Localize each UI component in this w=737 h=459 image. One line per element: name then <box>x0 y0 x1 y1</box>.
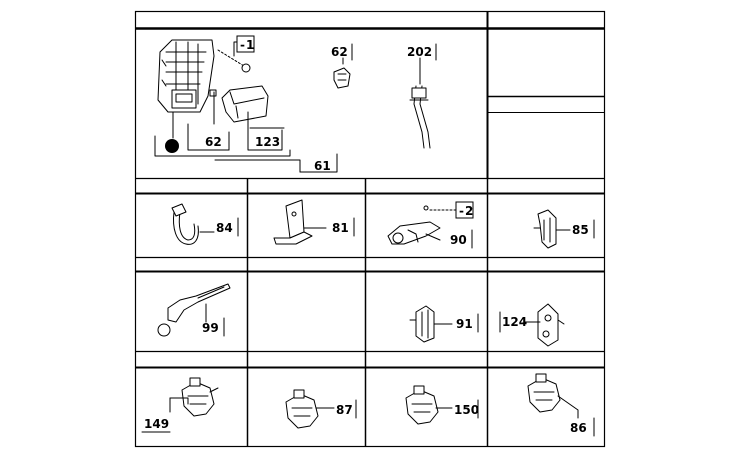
part-label-86: 86 <box>570 421 587 435</box>
nut-illustration <box>217 49 251 73</box>
part-label-124: 124 <box>502 315 527 329</box>
part-label-99: 99 <box>202 321 219 335</box>
svg-text:-: - <box>240 38 245 52</box>
bracket-124-illustration <box>523 303 565 347</box>
part-label-61: 61 <box>314 159 331 173</box>
fuse-box-illustration <box>157 39 215 139</box>
quantity-badge-2-text: 2 <box>465 204 473 218</box>
clip-85-illustration <box>533 209 571 249</box>
svg-text:-: - <box>459 204 464 218</box>
clip-62-illustration <box>333 67 351 89</box>
part-label-90: 90 <box>450 233 467 247</box>
strap-99-illustration <box>157 283 231 337</box>
quantity-badge-1: - 1 <box>236 35 255 53</box>
part-label-62-b: 62 <box>331 45 348 59</box>
clip-84-illustration <box>171 203 215 245</box>
part-label-62-a: 62 <box>205 135 222 149</box>
part-label-123: 123 <box>255 135 280 149</box>
clip-91-illustration <box>409 305 453 343</box>
grommet-marker <box>165 139 179 153</box>
quantity-badge-2: - 2 <box>455 201 474 219</box>
part-label-91: 91 <box>456 317 473 331</box>
bracket-81-illustration <box>273 199 327 245</box>
relay-holder-87-illustration <box>285 389 335 429</box>
part-label-202: 202 <box>407 45 432 59</box>
bracket-90-illustration <box>387 205 457 245</box>
part-label-87: 87 <box>336 403 353 417</box>
sensor-wire-illustration <box>409 85 431 149</box>
part-label-84: 84 <box>216 221 233 235</box>
part-label-85: 85 <box>572 223 589 237</box>
part-label-81: 81 <box>332 221 349 235</box>
relay-holder-149-illustration <box>169 377 219 417</box>
cover-bracket-illustration <box>209 85 269 123</box>
part-label-149: 149 <box>144 417 169 431</box>
table-grid <box>134 10 606 448</box>
part-label-150: 150 <box>454 403 479 417</box>
relay-holder-86-illustration <box>527 373 579 419</box>
relay-holder-150-illustration <box>405 385 453 425</box>
part-labels: 62 123 61 62 202 84 81 90 85 99 91 124 1… <box>141 43 595 437</box>
quantity-badge-1-text: 1 <box>246 38 254 52</box>
